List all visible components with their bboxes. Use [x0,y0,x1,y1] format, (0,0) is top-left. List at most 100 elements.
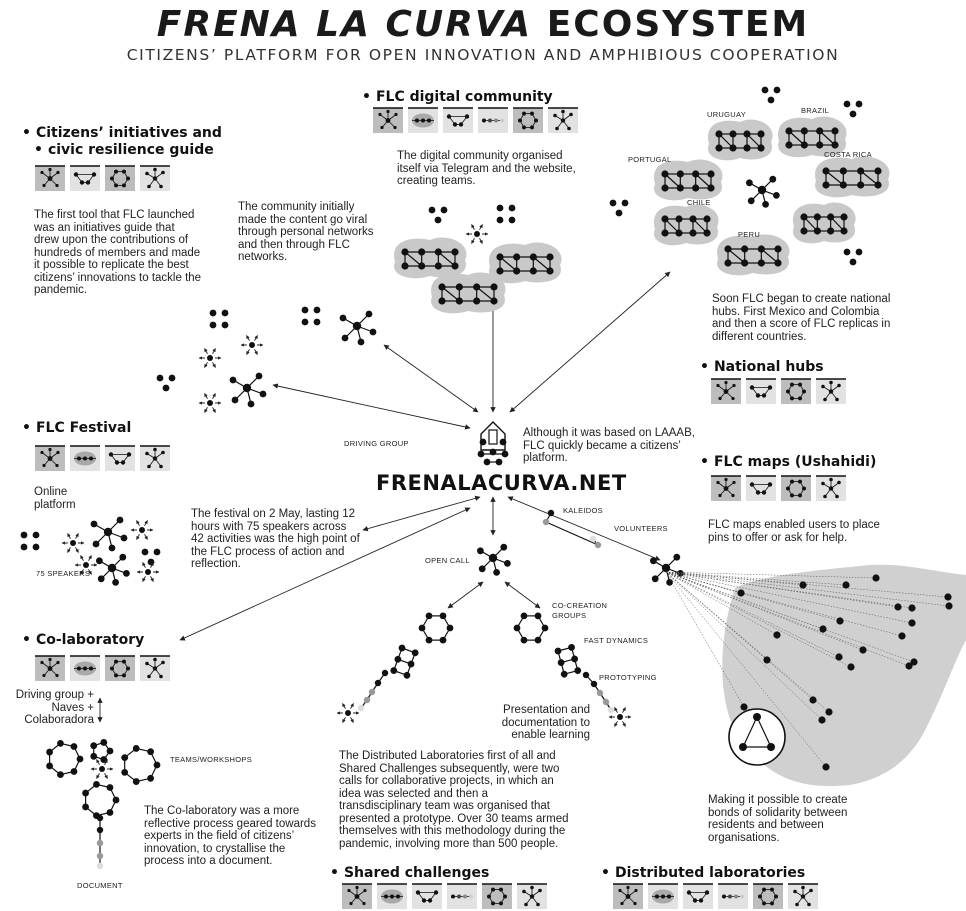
hub-brazil-network [778,116,847,158]
workshop-ring [90,739,114,763]
country-peru: PERU [738,230,761,239]
dot-cluster-icon [761,86,781,104]
co-creation-ring [418,612,454,644]
co-creation-ring [513,612,549,644]
hub-uruguay-network [707,119,773,161]
hub-peru-network [792,202,856,244]
spain-map [665,564,966,787]
digital-text: The digital community organised itself v… [397,150,576,187]
festival-heading: FLC Festival [22,419,131,437]
colab-driving-label: Driving group + Naves + Colaboradora [15,689,94,726]
arrow-driving-group [272,383,471,430]
connectors [97,271,671,723]
guide-heading-line2: civic resilience guide [34,141,214,159]
hub-network [717,234,790,276]
prototyping-chain [357,669,389,712]
arrow-shared [504,581,541,609]
dot-cluster-icon [843,248,863,266]
speakers-label: 75 SPEAKERS [36,569,91,578]
page-title: FRENA LA CURVA ECOSYSTEM [156,4,810,45]
hexagon-ring-icon [105,166,135,191]
workshop-ring [82,781,120,819]
icon-strips [35,107,846,909]
solidarity-triangle-icon [728,708,786,766]
volunteer-hub-icon [650,553,684,586]
linked-pairs-icon [683,884,713,909]
viral-text: The community initially made the content… [238,201,374,263]
linked-pairs-icon [443,108,473,133]
arrow-colab [179,507,471,641]
laaab-note: Although it was based on LAAAB, FLC quic… [523,427,695,464]
arrow-distributed [447,581,484,609]
hubs-heading: National hubs [700,358,824,376]
colab-heading: Co-laboratory [22,631,144,649]
hub-node-icon [746,175,780,208]
icon-strip-hubs [711,378,846,404]
hub-node-icon [339,310,377,346]
team-network-icon [394,237,467,279]
maps-bottom-text: Making it possible to create bonds of so… [708,794,848,844]
icon-strip-shared [342,883,547,909]
burst-node-icon [465,224,489,244]
country-costa-rica: COSTA RICA [824,150,872,159]
workshop-ring [46,740,84,778]
hub-chile-network [653,204,719,246]
burst-node-icon [336,703,360,723]
prototyping-chain [582,671,615,714]
arrow-hubs [509,271,671,413]
burst-node-icon [608,707,632,727]
decorations [20,86,966,870]
hexagon-ring-icon [513,108,543,133]
hubs-text: Soon FLC began to create national hubs. … [712,293,891,343]
dot-cluster-icon [20,531,40,551]
guide-text: The first tool that FLC launched was an … [34,209,202,296]
document-chain [96,814,104,870]
hexagon-ring-icon [105,656,135,681]
dot-cluster-icon [209,309,229,329]
document-label: DOCUMENT [77,881,123,890]
arrow-festival [362,495,481,532]
linked-pairs-icon [746,476,776,501]
burst-node-icon [61,533,85,553]
label-kaleidos: KALEIDOS [563,506,603,515]
linked-pairs-icon [70,166,100,191]
icon-strip-guide [35,165,170,191]
label-volunteers: VOLUNTEERS [614,524,668,533]
dot-cluster-icon [609,199,629,217]
kaleidos-volunteer-chain [542,509,602,549]
burst-node-icon [240,335,264,355]
linked-pairs-icon [105,446,135,471]
icon-strip-colab [35,655,170,681]
arrow-viral [383,344,479,413]
dot-cluster-icon [141,548,161,566]
country-brazil: BRAZIL [801,106,830,115]
digital-heading: FLC digital community [362,88,553,106]
guide-heading: Citizens’ initiatives and [22,124,222,142]
label-fast-dynamics: FAST DYNAMICS [584,636,649,645]
linked-pairs-icon [412,884,442,909]
workshop-ring [121,745,161,785]
hub-costa-rica-network [815,156,890,198]
fast-dynamics-ladder [554,643,582,678]
linked-pairs-icon [746,379,776,404]
dot-cluster-icon [496,204,516,224]
presentation-label: Presentation and documentation to enable… [501,704,590,741]
burst-node-icon [198,393,222,413]
distributed-text: The Distributed Laboratories first of al… [339,750,569,850]
colab-text: The Co-laboratory was a more reflective … [144,805,316,867]
hexagon-ring-icon [781,476,811,501]
icon-strip-festival [35,445,170,471]
page-subtitle: CITIZENS’ PLATFORM FOR OPEN INNOVATION A… [126,46,840,64]
open-call-hub-icon [477,543,511,576]
label-driving-group: DRIVING GROUP [344,439,409,448]
burst-node-icon [130,520,154,540]
hub-node-icon [229,372,267,408]
label-prototyping: PROTOTYPING [599,673,657,682]
online-platform-label: Online platform [34,486,76,511]
dot-cluster-icon [301,306,321,326]
teams-label: TEAMS/WORKSHOPS [170,755,253,764]
site-name: FRENALACURVA.NET [376,471,627,495]
shared-heading: Shared challenges [330,864,489,882]
country-uruguay: URUGUAY [707,110,747,119]
hub-portugal-network [654,159,723,201]
